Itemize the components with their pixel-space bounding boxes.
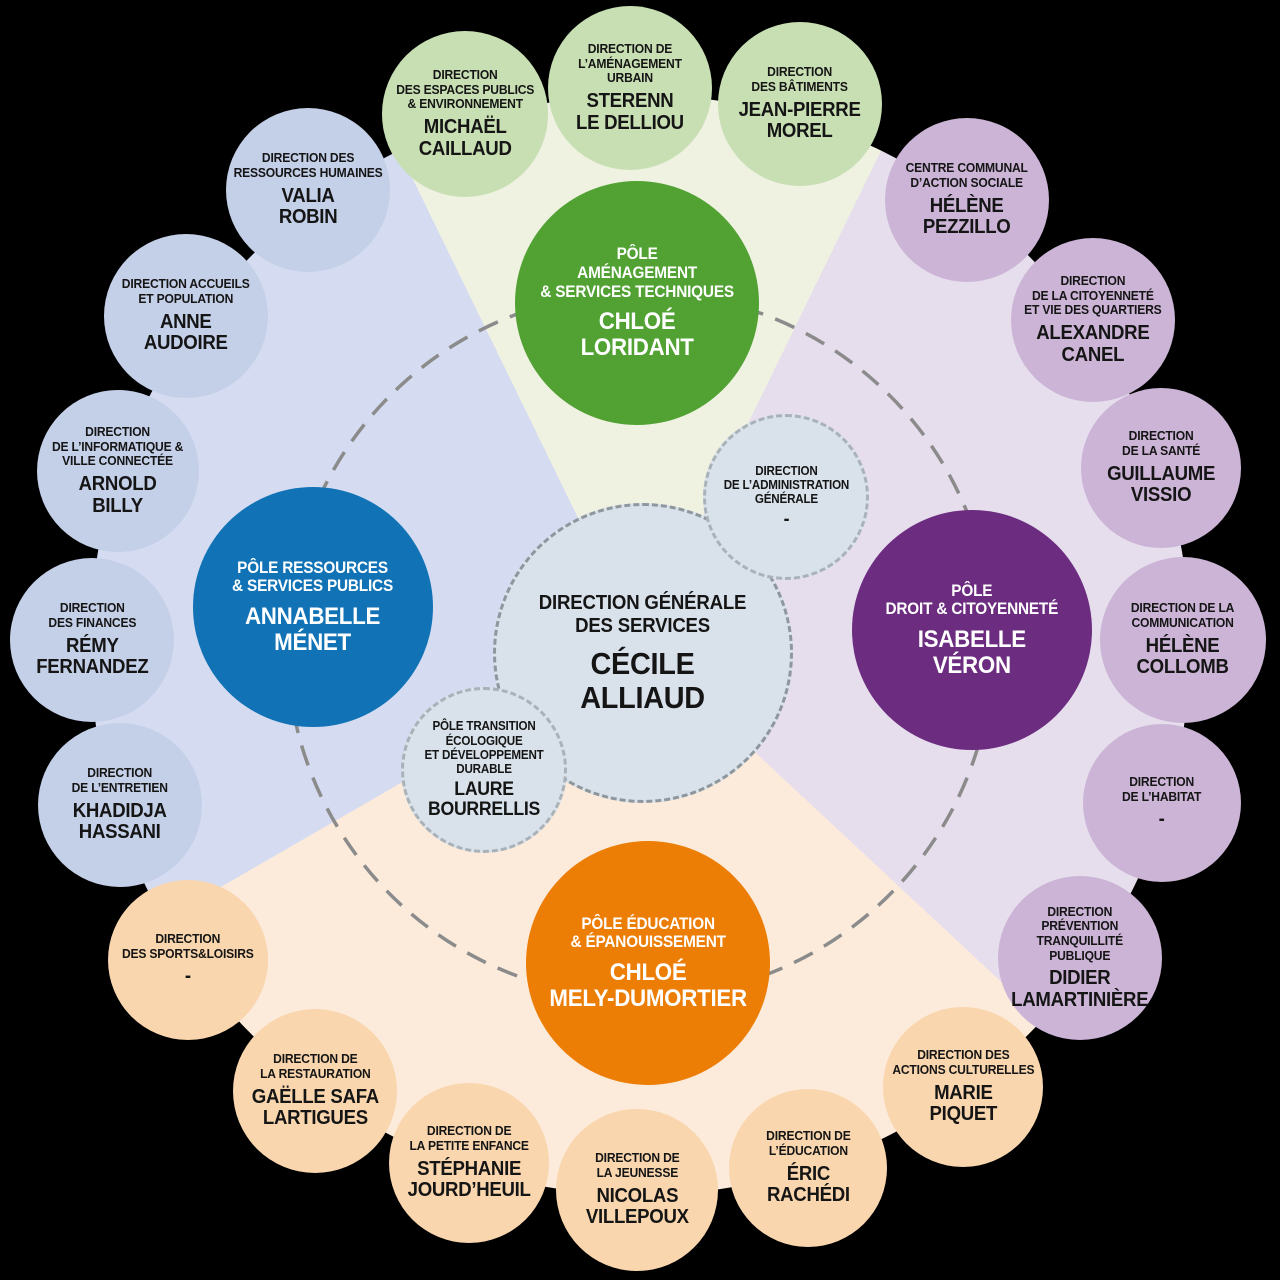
role-label: DIRECTION DE L’HABITAT [1122, 774, 1202, 804]
role-label: PÔLE DROIT & CITOYENNETÉ [885, 581, 1059, 619]
circle-direction-administration-generale: DIRECTION DE L’ADMINISTRATION GÉNÉRALE - [703, 414, 869, 580]
person-name: JEAN-PIERRE MOREL [738, 98, 862, 143]
person-name: GUILLAUME VISSIO [1106, 462, 1216, 507]
role-label: DIRECTION DES SPORTS&LOISIRS [122, 931, 254, 961]
person-name: - [185, 965, 191, 988]
role-label: DIRECTION DES BÂTIMENTS [751, 64, 849, 95]
role-label: DIRECTION DE LA RESTAURATION [259, 1051, 371, 1082]
person-name: MICHAËL CAILLAUD [418, 116, 512, 160]
role-label: DIRECTION ACCUEILS ET POPULATION [122, 276, 250, 307]
person-name: - [1159, 808, 1165, 831]
person-name: RÉMY FERNANDEZ [35, 634, 149, 679]
role-label: DIRECTION DE L’ENTRETIEN [71, 765, 169, 796]
circle-pole-transition-ecologique: PÔLE TRANSITION ÉCOLOGIQUE ET DÉVELOPPEM… [401, 687, 567, 853]
person-name: CHLOÉ MELY-DUMORTIER [549, 958, 747, 1012]
role-label: DIRECTION DE LA CITOYENNETÉ ET VIE DES Q… [1024, 273, 1162, 318]
role-label: DIRECTION DE LA SANTÉ [1121, 428, 1201, 459]
role-label: PÔLE ÉDUCATION & ÉPANOUISSEMENT [570, 914, 726, 952]
person-name: HÉLÈNE PEZZILLO [923, 194, 1011, 239]
circle-pole-amenagement: PÔLE AMÉNAGEMENT & SERVICES TECHNIQUES CH… [515, 181, 759, 425]
person-name: ÉRIC RACHÉDI [766, 1162, 850, 1207]
role-label: PÔLE TRANSITION ÉCOLOGIQUE ET DÉVELOPPEM… [424, 719, 544, 776]
person-name: MARIE PIQUET [929, 1081, 997, 1126]
role-label: DIRECTION DE L’INFORMATIQUE & VILLE CONN… [52, 424, 184, 469]
person-name: ALEXANDRE CANEL [1036, 322, 1150, 366]
role-label: DIRECTION DE LA JEUNESSE [594, 1150, 680, 1181]
person-name: - [783, 509, 789, 531]
role-label: PÔLE RESSOURCES & SERVICES PUBLICS [232, 558, 394, 596]
person-name: ANNABELLE MÉNET [245, 602, 381, 656]
person-name: KHADIDJA HASSANI [73, 799, 167, 844]
person-name: ANNE AUDOIRE [144, 310, 228, 355]
circle-direction-prevention-tranquillite: DIRECTION PRÉVENTION TRANQUILLITÉ PUBLIQ… [998, 876, 1162, 1040]
circle-direction-sports-loisirs: DIRECTION DES SPORTS&LOISIRS - [108, 880, 268, 1040]
role-label: DIRECTION DE LA PETITE ENFANCE [409, 1123, 529, 1154]
person-name: VALIA ROBIN [278, 184, 338, 229]
circle-direction-citoyennete: DIRECTION DE LA CITOYENNETÉ ET VIE DES Q… [1011, 238, 1175, 402]
circle-pole-droit-citoyennete: PÔLE DROIT & CITOYENNETÉ ISABELLE VÉRON [852, 510, 1092, 750]
circle-direction-habitat: DIRECTION DE L’HABITAT - [1083, 724, 1241, 882]
circle-pole-education: PÔLE ÉDUCATION & ÉPANOUISSEMENT CHLOÉ MEL… [526, 841, 770, 1085]
person-name: STERENN LE DELLIOU [576, 90, 684, 134]
circle-direction-informatique: DIRECTION DE L’INFORMATIQUE & VILLE CONN… [37, 390, 199, 552]
person-name: LAURE BOURRELLIS [427, 778, 541, 821]
role-label: PÔLE AMÉNAGEMENT & SERVICES TECHNIQUES [540, 245, 734, 301]
role-label: DIRECTION DE L’ADMINISTRATION GÉNÉRALE [723, 463, 849, 506]
role-label: DIRECTION DES RESSOURCES HUMAINES [233, 150, 383, 181]
role-label: DIRECTION DE L’ÉDUCATION [765, 1128, 851, 1159]
role-label: CENTRE COMMUNAL D’ACTION SOCIALE [905, 160, 1029, 191]
person-name: HÉLÈNE COLLOMB [1136, 634, 1230, 679]
person-name: DIDIER LAMARTINIÈRE [1011, 967, 1149, 1011]
person-name: ARNOLD BILLY [79, 473, 157, 517]
person-name: CHLOÉ LORIDANT [580, 308, 694, 361]
role-label: DIRECTION DE LA COMMUNICATION [1131, 600, 1235, 631]
person-name: NICOLAS VILLEPOUX [585, 1184, 689, 1229]
role-label: DIRECTION PRÉVENTION TRANQUILLITÉ PUBLIQ… [1036, 903, 1124, 963]
role-label: DIRECTION DES FINANCES [48, 600, 136, 631]
person-name: GAËLLE SAFA LARTIGUES [251, 1085, 379, 1130]
circle-pole-ressources: PÔLE RESSOURCES & SERVICES PUBLICS ANNABE… [193, 487, 433, 727]
circle-direction-espaces-publics: DIRECTION DES ESPACES PUBLICS & ENVIRONN… [382, 31, 548, 197]
role-label: DIRECTION DE L’AMÉNAGEMENT URBAIN [578, 41, 682, 86]
role-label: DIRECTION GÉNÉRALE DES SERVICES [539, 592, 747, 637]
person-name: ISABELLE VÉRON [917, 625, 1027, 679]
role-label: DIRECTION DES ACTIONS CULTURELLES [892, 1047, 1034, 1078]
person-name: STÉPHANIE JOURD’HEUIL [407, 1157, 531, 1202]
person-name: CÉCILE ALLIAUD [580, 646, 706, 715]
role-label: DIRECTION DES ESPACES PUBLICS & ENVIRONN… [395, 67, 534, 112]
